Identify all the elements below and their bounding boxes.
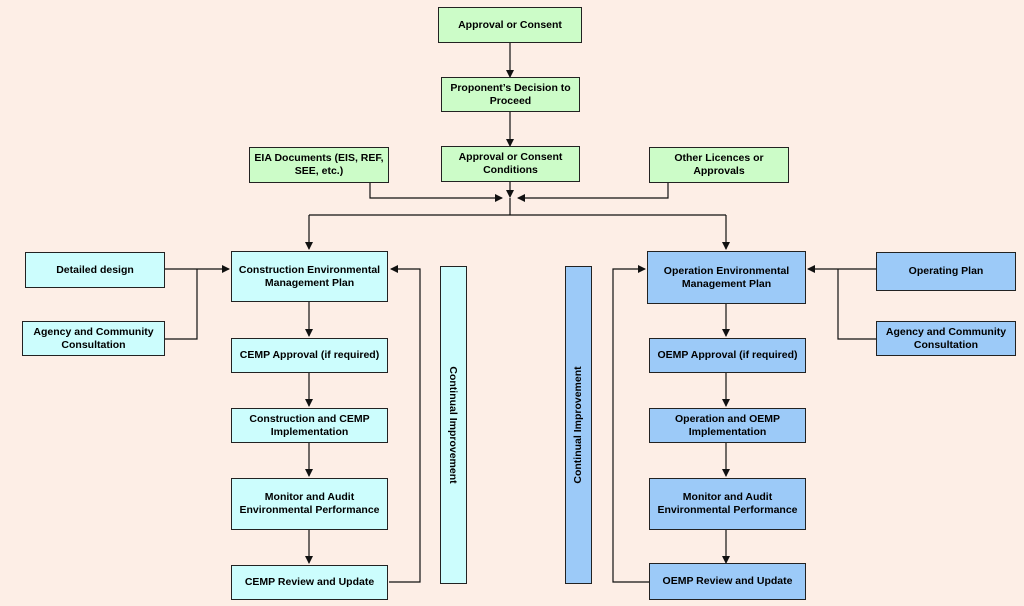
line-agency-to-oemp [837,269,876,340]
construction-agency-box: Agency and Community Consultation [22,321,165,356]
construction-continual-label: Continual Improvement [447,366,459,484]
approval-box: Approval or Consent [438,7,582,43]
construction-agency-label: Agency and Community Consultation [33,325,154,351]
oemp-review-label: OEMP Review and Update [662,575,793,587]
cemp-review-label: CEMP Review and Update [244,576,375,588]
decision-label: Proponent’s Decision to Proceed [450,81,571,107]
operation-monitor-box: Monitor and Audit Environmental Performa… [649,478,806,530]
operating-plan-box: Operating Plan [876,252,1016,291]
oemp-box: Operation Environmental Management Plan [647,251,806,304]
other-licences-box: Other Licences or Approvals [649,147,789,183]
arrow-cemp-feedback [389,265,421,583]
cemp-approval-box: CEMP Approval (if required) [231,338,388,373]
cemp-approval-label: CEMP Approval (if required) [239,349,380,361]
conditions-label: Approval or Consent Conditions [458,151,563,176]
operation-continual-label: Continual Improvement [572,366,584,484]
approval-label: Approval or Consent [458,18,562,31]
construction-monitor-box: Monitor and Audit Environmental Performa… [231,478,388,530]
oemp-review-box: OEMP Review and Update [649,563,806,600]
oemp-approval-label: OEMP Approval (if required) [657,349,798,361]
operation-continual-bar [565,266,592,584]
cemp-implementation-box: Construction and CEMP Implementation [231,408,388,443]
detailed-design-label: Detailed design [56,263,134,276]
cemp-implementation-label: Construction and CEMP Implementation [249,412,370,438]
oemp-approval-box: OEMP Approval (if required) [649,338,806,373]
decision-box: Proponent’s Decision to Proceed [441,77,580,112]
oemp-implementation-box: Operation and OEMP Implementation [649,408,806,443]
line-agency-to-cemp [165,269,198,340]
construction-continual-bar [440,266,467,584]
arrow-eia-to-junction [369,183,503,202]
oemp-implementation-label: Operation and OEMP Implementation [674,412,780,438]
cemp-label: Construction Environmental Management Pl… [238,263,381,289]
detailed-design-box: Detailed design [25,252,165,288]
operation-agency-label: Agency and Community Consultation [885,325,1007,351]
cemp-box: Construction Environmental Management Pl… [231,251,388,302]
operation-monitor-label: Monitor and Audit Environmental Performa… [657,491,798,516]
cemp-review-box: CEMP Review and Update [231,565,388,600]
operation-agency-box: Agency and Community Consultation [876,321,1016,356]
oemp-label: Operation Environmental Management Plan [663,264,790,290]
conditions-box: Approval or Consent Conditions [441,146,580,182]
construction-monitor-label: Monitor and Audit Environmental Performa… [239,491,380,516]
licences-label: Other Licences or Approvals [674,152,764,177]
arrow-oemp-feedback [612,265,649,583]
eia-documents-box: EIA Documents (EIS, REF, SEE, etc.) [249,147,389,183]
arrow-licences-to-junction [517,183,669,202]
eia-label: EIA Documents (EIS, REF, SEE, etc.) [254,152,384,177]
operating-plan-label: Operating Plan [908,265,984,277]
